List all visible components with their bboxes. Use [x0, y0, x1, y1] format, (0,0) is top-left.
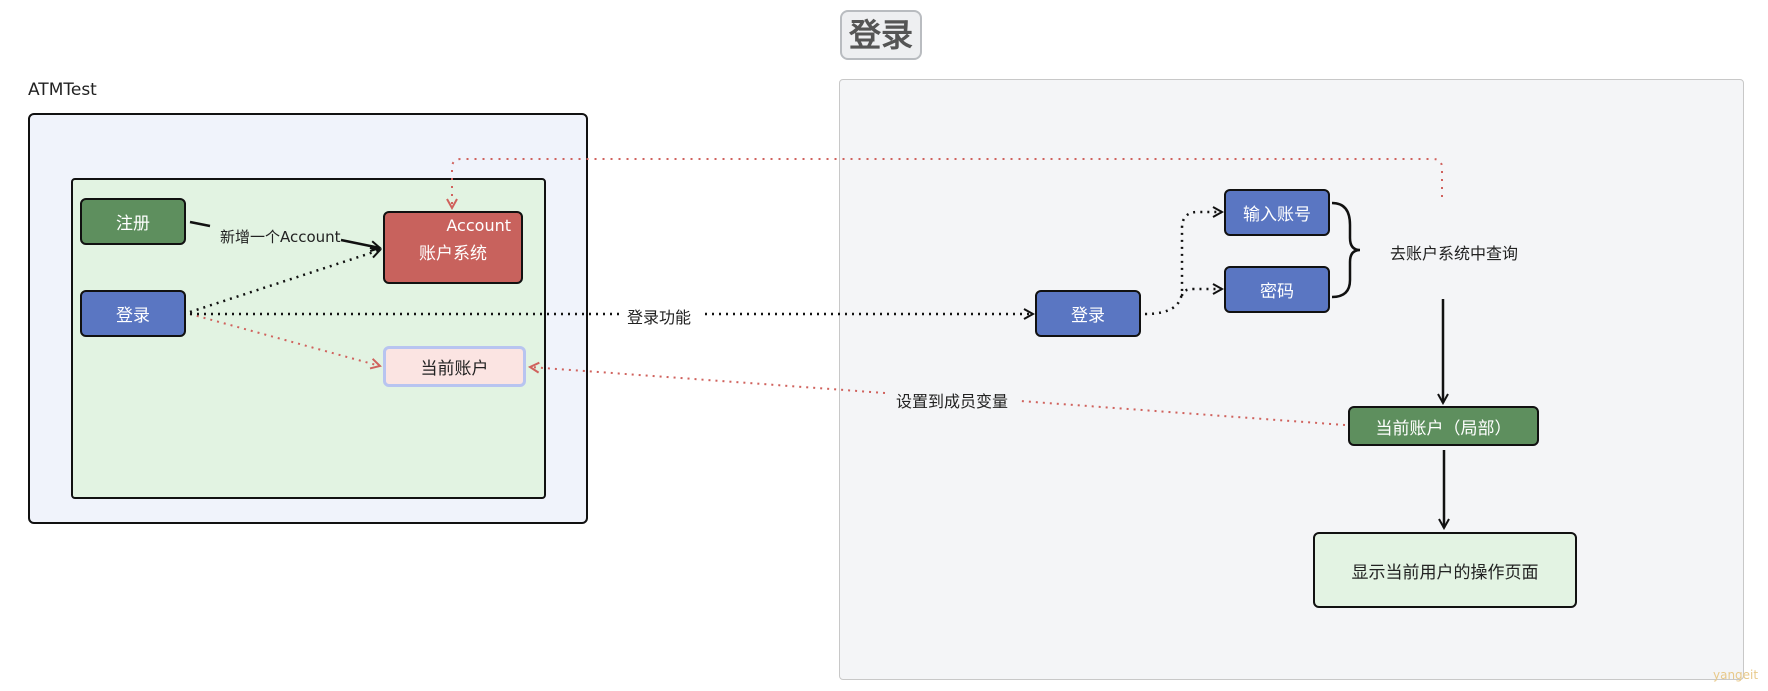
current-account-local-node: 当前账户（局部）	[1348, 406, 1539, 446]
frame-label: ATMTest	[28, 80, 97, 100]
login-node-label: 登录	[116, 306, 150, 326]
right-login-label: 登录	[1071, 306, 1105, 326]
edge-register-to-account	[189, 220, 211, 228]
edge-label-new-account: 新增一个Account	[220, 228, 341, 246]
input-account-label: 输入账号	[1243, 205, 1311, 225]
edge-login-to-account	[189, 250, 380, 314]
edge-label-set-member: 设置到成员变量	[896, 392, 1009, 411]
password-node: 密码	[1224, 266, 1330, 313]
login-flow-panel	[839, 79, 1744, 680]
password-label: 密码	[1260, 282, 1294, 302]
input-account-node: 输入账号	[1224, 189, 1330, 236]
login-node: 登录	[80, 290, 186, 337]
edge-login-to-current	[189, 313, 380, 366]
query-account-label: 去账户系统中查询	[1390, 244, 1519, 263]
register-node-label: 注册	[116, 214, 150, 234]
account-system-node: Account 账户系统	[383, 211, 523, 284]
account-system-label: 账户系统	[419, 244, 487, 264]
edge-set-member-b	[530, 367, 886, 394]
current-account-local-label: 当前账户（局部）	[1375, 418, 1512, 439]
current-account-label: 当前账户	[420, 359, 489, 379]
account-system-title: Account	[446, 216, 511, 235]
edge-rlogin-to-input	[1144, 212, 1222, 316]
show-page-node: 显示当前用户的操作页面	[1313, 532, 1577, 608]
watermark: yangeit	[1713, 668, 1759, 682]
edge-set-member-a	[1019, 400, 1346, 426]
edge-query-to-account	[452, 158, 1443, 208]
edge-label-login-function: 登录功能	[627, 308, 692, 327]
edge-rlogin-to-password	[1180, 289, 1222, 297]
current-account-node: 当前账户	[383, 346, 526, 387]
right-login-node: 登录	[1035, 290, 1141, 337]
show-page-label: 显示当前用户的操作页面	[1351, 562, 1539, 583]
edge-register-to-account-tail	[340, 238, 380, 248]
register-node: 注册	[80, 198, 186, 245]
page-title: 登录	[840, 10, 922, 60]
brace-shape	[1331, 201, 1361, 299]
